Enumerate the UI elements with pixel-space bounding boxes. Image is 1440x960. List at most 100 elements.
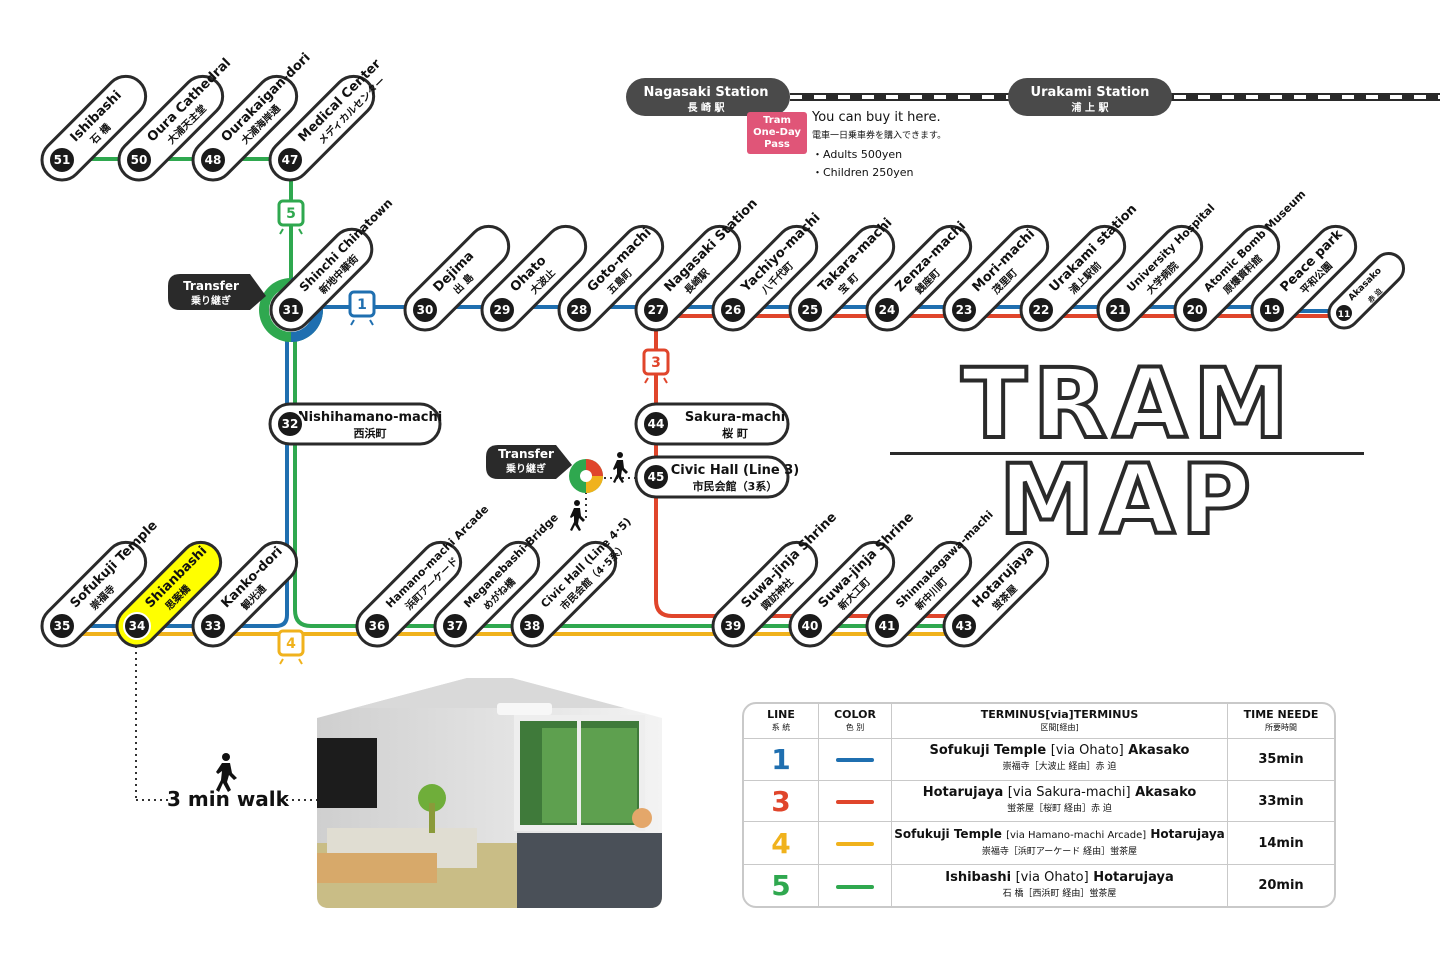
station-number: 35: [54, 619, 71, 633]
station-name-jp: 市民会館（3系）: [693, 479, 778, 493]
station-number: 33: [205, 619, 222, 633]
station-number-badge: [873, 612, 901, 640]
station-number: 38: [524, 619, 541, 633]
station-number-badge: [950, 296, 978, 324]
station-number-badge: [565, 296, 593, 324]
station-number-badge: [796, 296, 824, 324]
station-number-badge: [642, 296, 670, 324]
station-number-badge: [125, 146, 153, 174]
station-number-badge: [48, 612, 76, 640]
tram-line-5-icon: 5: [277, 199, 305, 235]
station-number: 41: [879, 619, 896, 633]
pass-info: You can buy it here. 電車一日乗車券を購入できます。 ・Ad…: [812, 110, 946, 180]
transfer-en-31: Transfer: [183, 279, 239, 293]
station-number-badge: [1334, 303, 1354, 323]
station-name-jp: 桜 町: [722, 426, 748, 440]
station-number-badge: [199, 612, 227, 640]
svg-text:5: 5: [286, 206, 296, 222]
station-number: 44: [648, 417, 665, 431]
walk-icon: [216, 753, 237, 792]
station-45[interactable]: Civic Hall (Line 3)市民会館（3系） 45: [634, 455, 800, 499]
station-number-badge: [48, 146, 76, 174]
station-number-badge: [518, 612, 546, 640]
tram-line-3-icon: 3: [642, 348, 670, 384]
station-number: 21: [1110, 303, 1127, 317]
line-number: 5: [771, 869, 791, 903]
pass-info-line: You can buy it here.: [812, 110, 941, 125]
tram-pass-badge[interactable]: Tram One-Day Pass: [747, 112, 807, 154]
jr-nagasaki-jp: 長 崎 駅: [688, 101, 726, 114]
station-number: 20: [1187, 303, 1204, 317]
line-number: 1: [771, 742, 791, 776]
station-number: 24: [879, 303, 896, 317]
pass-info-jp: 電車一日乗車券を購入できます。: [812, 131, 947, 141]
station-number-badge: [642, 463, 670, 491]
station-number-badge: [441, 612, 469, 640]
station-number-badge: [950, 612, 978, 640]
station-number-badge: [363, 612, 391, 640]
station-number: 40: [802, 619, 819, 633]
station-number-badge: [873, 296, 901, 324]
station-number: 23: [956, 303, 973, 317]
station-number-badge: [1027, 296, 1055, 324]
line-number: 3: [771, 784, 791, 818]
pass-child-price: ・Children 250yen: [812, 166, 914, 179]
map-title: TRAM MAP: [959, 348, 1295, 556]
station-number: 22: [1033, 303, 1050, 317]
station-number: 30: [417, 303, 434, 317]
station-number: 45: [648, 470, 665, 484]
svg-text:3: 3: [651, 355, 661, 371]
time-needed: 33min: [1227, 779, 1334, 823]
station-name: Civic Hall (Line 3): [671, 463, 800, 478]
time-needed: 20min: [1227, 864, 1334, 906]
station-number-badge: [277, 296, 305, 324]
station-number: 29: [494, 303, 511, 317]
station-number: 48: [205, 153, 222, 167]
station-number: 27: [648, 303, 665, 317]
station-number-badge: [1181, 296, 1209, 324]
time-needed: 14min: [1227, 821, 1334, 866]
pass-adult-price: ・Adults 500yen: [812, 148, 903, 161]
tram-line-4-icon: 4: [277, 629, 305, 665]
walk-icon: [570, 500, 585, 531]
jr-nagasaki-station[interactable]: Nagasaki Station 長 崎 駅: [626, 78, 790, 116]
station-name: Sakura-machi: [685, 410, 785, 425]
jr-urakami-station[interactable]: Urakami Station 浦 上 駅: [1008, 78, 1172, 116]
walk-icon: [613, 452, 628, 483]
pass-badge-line: Pass: [764, 139, 790, 150]
station-number: 34: [129, 619, 146, 633]
station-name: Nishihamano-machi: [298, 410, 442, 425]
jr-urakami-jp: 浦 上 駅: [1072, 101, 1110, 114]
station-number: 32: [282, 417, 299, 431]
jr-nagasaki-name: Nagasaki Station: [643, 85, 768, 100]
transfer-label-31: Transfer 乗り継ぎ: [168, 274, 266, 310]
station-number: 25: [802, 303, 819, 317]
station-number: 31: [283, 303, 300, 317]
station-number-badge: [123, 612, 151, 640]
station-number-badge: [719, 612, 747, 640]
line-color-swatch: [836, 884, 874, 889]
table-row: 4 Sofukuji Temple [via Hamano-machi Arca…: [744, 821, 1334, 866]
station-number: 36: [369, 619, 386, 633]
transfer-hub-45: [569, 459, 603, 493]
station-number-badge: [411, 296, 439, 324]
line-number: 4: [771, 826, 791, 860]
line-color-swatch: [836, 842, 874, 847]
title-rule: [890, 452, 1364, 455]
station-number-badge: [276, 146, 304, 174]
line-color-swatch: [836, 800, 874, 805]
station-number: 43: [956, 619, 973, 633]
